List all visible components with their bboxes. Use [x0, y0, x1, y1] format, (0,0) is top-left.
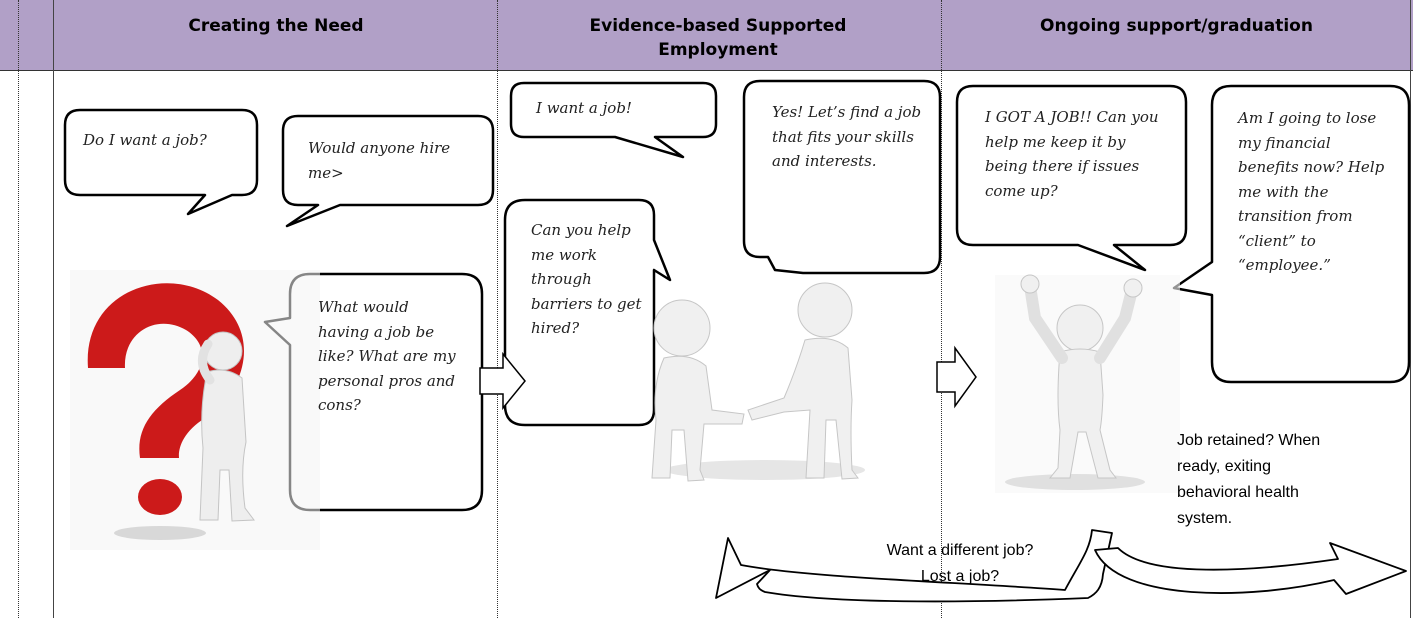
- speech-bubble-benefits: [1172, 84, 1411, 384]
- right-arrow: [936, 345, 977, 409]
- label-different-job: Want a different job?: [886, 542, 1034, 559]
- bubble-text-i-want-job: I want a job!: [536, 99, 632, 117]
- bubble-text-want-job: Do I want a job?: [83, 131, 207, 149]
- header-band: [0, 0, 1413, 70]
- speech-bubble-barriers: [503, 198, 672, 427]
- speech-bubble-want-job: [63, 108, 259, 216]
- right-arrow: [479, 351, 526, 411]
- speech-bubble-got-job: [955, 84, 1188, 272]
- bubble-text-job-like: What would having a job be like? What ar…: [318, 298, 456, 414]
- question-mark-figure: [70, 270, 320, 550]
- row-margin-line: [18, 0, 19, 618]
- bubble-text-hire-me: Would anyone hire me>: [308, 139, 451, 182]
- celebrating-figure: [995, 274, 1180, 493]
- bubble-text-got-job: I GOT A JOB!! Can you help me keep it by…: [985, 108, 1159, 200]
- column-title-creating-need: Creating the Need: [188, 16, 364, 36]
- bubble-text-benefits: Am I going to lose my financial benefits…: [1238, 109, 1385, 274]
- column-border-2: [941, 0, 942, 618]
- handshake-figures: [651, 282, 865, 482]
- label-job-retained: Job retained? When ready, exiting behavi…: [1177, 432, 1321, 527]
- bubble-text-find-job: Yes! Let’s find a job that fits your ski…: [772, 103, 922, 170]
- column-border-right: [1410, 0, 1411, 618]
- column-border-left: [53, 0, 54, 618]
- column-title-supported-employment: Evidence-based Supported Employment: [589, 16, 847, 60]
- speech-bubble-find-job: [742, 79, 942, 275]
- header-divider: [0, 70, 1413, 71]
- cycle-arrow: [1094, 542, 1407, 595]
- speech-bubble-hire-me: [281, 114, 495, 228]
- cycle-arrow: [715, 529, 1113, 603]
- column-border-1: [497, 0, 498, 618]
- speech-bubble-i-want-job: [509, 81, 718, 159]
- label-lost-job: Lost a job?: [920, 568, 1000, 585]
- bubble-text-barriers: Can you help me work through barriers to…: [531, 221, 642, 337]
- column-title-ongoing-support: Ongoing support/graduation: [1040, 16, 1313, 36]
